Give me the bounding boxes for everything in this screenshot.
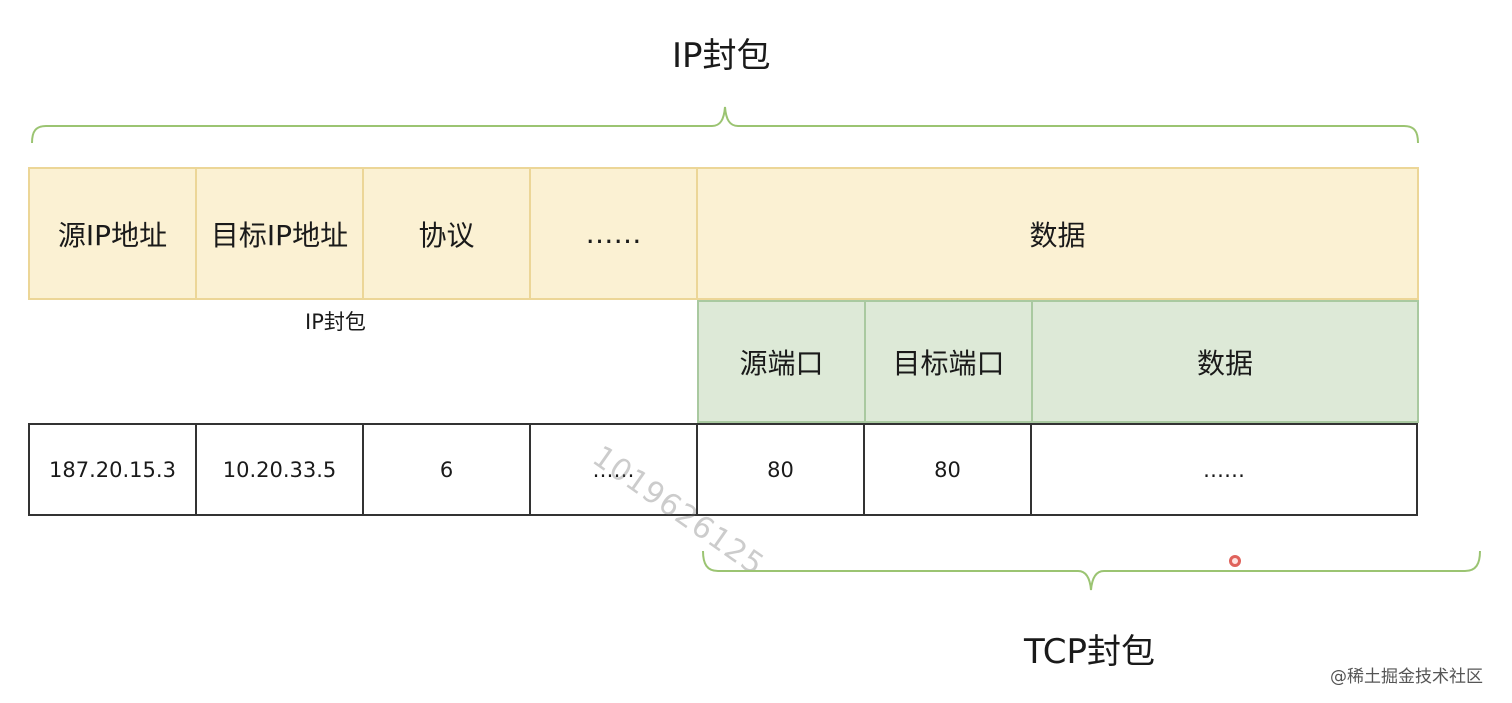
ip-field-source-ip: 源IP地址 xyxy=(28,167,197,300)
tcp-packet-title: TCP封包 xyxy=(1024,632,1156,672)
tcp-header-row: 源端口 目标端口 数据 xyxy=(697,300,1419,423)
value-dest-ip: 10.20.33.5 xyxy=(195,423,364,516)
value-tcp-data: …… xyxy=(1030,423,1418,516)
value-protocol: 6 xyxy=(362,423,531,516)
tcp-field-data: 数据 xyxy=(1031,300,1419,423)
tcp-field-source-port: 源端口 xyxy=(697,300,866,423)
ip-field-protocol: 协议 xyxy=(362,167,531,300)
value-dest-port: 80 xyxy=(863,423,1032,516)
value-source-ip: 187.20.15.3 xyxy=(28,423,197,516)
value-source-port: 80 xyxy=(696,423,865,516)
ip-packet-small-label: IP封包 xyxy=(305,310,366,334)
cursor-dot xyxy=(1229,555,1241,567)
ip-header-row: 源IP地址 目标IP地址 协议 …… 数据 xyxy=(28,167,1419,300)
ip-field-dest-ip: 目标IP地址 xyxy=(195,167,364,300)
values-row: 187.20.15.3 10.20.33.5 6 …… 80 80 …… xyxy=(28,423,1419,516)
ip-packet-title: IP封包 xyxy=(672,36,771,76)
credit-watermark: @稀土掘金技术社区 xyxy=(1330,667,1483,687)
ip-field-ellipsis: …… xyxy=(529,167,698,300)
ip-field-data: 数据 xyxy=(696,167,1419,300)
tcp-field-dest-port: 目标端口 xyxy=(864,300,1033,423)
